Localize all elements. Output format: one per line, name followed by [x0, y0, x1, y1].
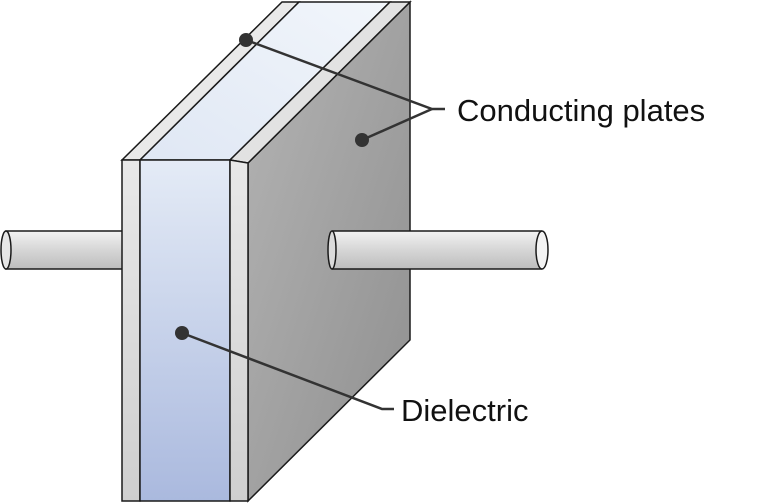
dielectric-leader-line	[181, 331, 394, 411]
plates-marker-top	[239, 33, 253, 47]
right-plate-front	[229, 159, 249, 502]
plates-leader-line-2	[361, 107, 433, 142]
left-lead	[0, 230, 125, 270]
dielectric-marker	[175, 326, 189, 340]
dielectric-leader	[175, 326, 394, 411]
plates-leader	[239, 33, 445, 147]
left-plate-front	[121, 159, 141, 502]
plates-marker-side	[355, 133, 369, 147]
right-lead	[327, 230, 549, 270]
dielectric-label: Dielectric	[401, 393, 528, 428]
conducting-plates-label: Conducting plates	[457, 93, 705, 128]
